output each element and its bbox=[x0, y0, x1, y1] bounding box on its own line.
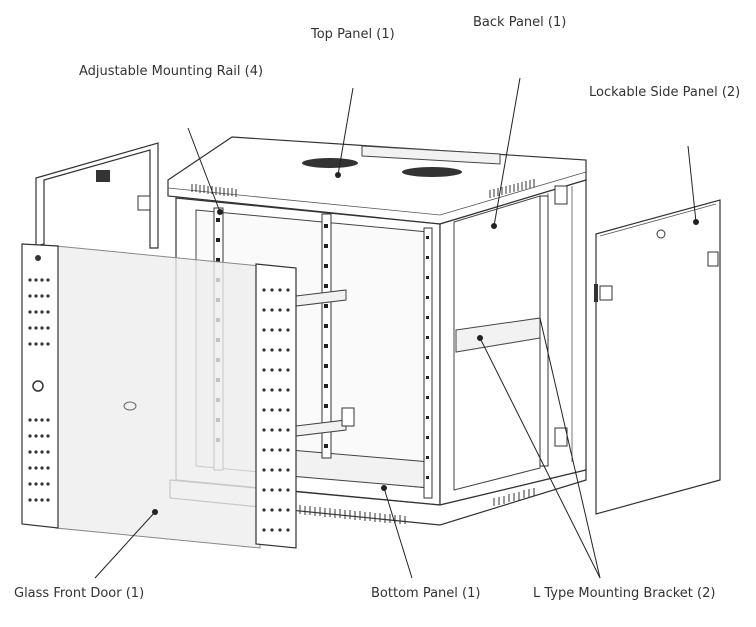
top-vents bbox=[302, 158, 462, 177]
glass-pane bbox=[55, 245, 261, 549]
leader-back-panel bbox=[493, 77, 521, 227]
label-back-panel: Back Panel (1) bbox=[473, 15, 566, 30]
leader-lines bbox=[94, 77, 699, 579]
leader-front-door bbox=[94, 511, 156, 579]
labels: Top Panel (1) Back Panel (1) Adjustable … bbox=[14, 15, 740, 601]
glass-front-door bbox=[21, 142, 297, 549]
label-front-door: Glass Front Door (1) bbox=[14, 586, 144, 601]
label-bottom-panel: Bottom Panel (1) bbox=[371, 586, 480, 601]
leader-bottom-panel bbox=[383, 487, 413, 579]
leader-adjustable-rail bbox=[187, 127, 221, 213]
leader-side-panel bbox=[687, 145, 697, 223]
lockable-side-panel bbox=[594, 199, 721, 515]
door-perforations-left bbox=[28, 278, 50, 502]
label-side-panel: Lockable Side Panel (2) bbox=[589, 85, 740, 100]
leader-top-panel bbox=[337, 87, 354, 176]
leader-l-bracket-1 bbox=[479, 337, 601, 579]
door-lock-icon bbox=[32, 380, 44, 392]
door-perforations-right bbox=[262, 288, 290, 532]
label-adjustable-rail: Adjustable Mounting Rail (4) bbox=[79, 64, 263, 79]
label-l-bracket: L Type Mounting Bracket (2) bbox=[533, 586, 715, 601]
leader-l-bracket-2 bbox=[539, 317, 601, 579]
label-top-panel: Top Panel (1) bbox=[310, 27, 395, 42]
